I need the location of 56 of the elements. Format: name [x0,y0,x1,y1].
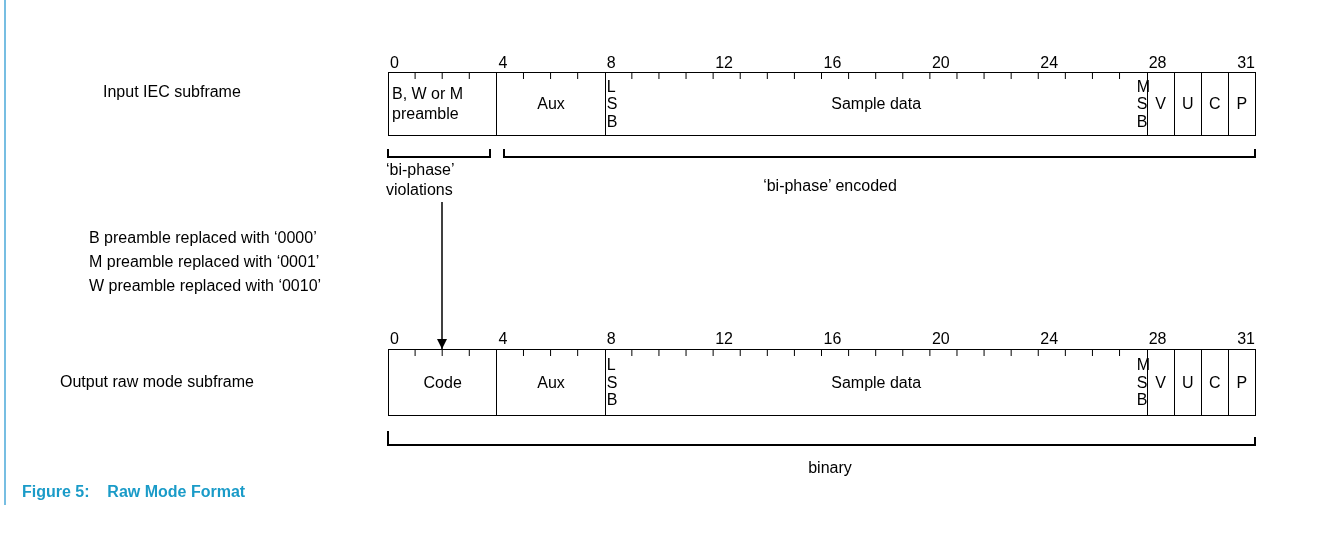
field-cell [1227,72,1256,136]
text-label: Input IEC subframe [103,82,242,102]
field-cell [604,349,1148,416]
bit-number: 24 [1040,329,1060,349]
text-label: W preamble replaced with ‘0010’ [89,276,323,296]
bit-number: 0 [390,329,400,349]
field-cell [1200,72,1229,136]
field-label: C [1209,372,1221,393]
field-cell [1227,349,1256,416]
figure-caption: Figure 5: Raw Mode Format [22,482,246,502]
bit-number: 12 [715,53,734,73]
field-cell [1173,72,1202,136]
bit-label: LSB [606,77,616,131]
field-label: Sample data [831,372,922,393]
bit-number: 20 [931,53,951,73]
bit-number: 8 [606,329,617,349]
field-label: U [1182,372,1194,393]
field-cell [496,72,606,136]
text-label: B preamble replaced with ‘0000’ [89,228,318,248]
bit-number: 12 [715,329,734,349]
bracket-label: ‘bi-phase’ violations [386,160,455,200]
text-label: binary [807,458,853,478]
field-label: Code [423,372,462,393]
field-cell [604,72,1148,136]
field-cell [496,349,606,416]
text-label: Output raw mode subframe [60,372,255,392]
text-label: M preamble replaced with ‘0001’ [89,252,321,272]
field-label: V [1155,372,1166,393]
field-label: Aux [537,94,565,114]
arrow [436,201,448,350]
field-cell [1200,349,1229,416]
field-cell [1173,349,1202,416]
bit-number: 28 [1148,329,1168,349]
bit-number: 4 [498,329,509,349]
bit-number: 31 [1236,53,1255,73]
bit-number: 28 [1148,53,1168,73]
field-label: C [1209,94,1221,114]
text-label: ‘bi-phase’ encoded [762,176,898,196]
field-label: U [1182,94,1194,114]
field-label: Aux [537,372,565,393]
bit-number: 20 [931,329,951,349]
bit-number: 0 [390,53,400,73]
bit-number: 16 [823,329,843,349]
bit-number: 24 [1040,53,1060,73]
bit-label: LSB [606,356,616,409]
bit-number: 16 [823,53,843,73]
field-label: P [1236,94,1248,114]
field-cell [388,349,498,416]
field-label: B, W or M preamble [392,84,465,124]
bit-number: 31 [1236,329,1255,349]
field-label: P [1236,372,1248,393]
field-cell [388,72,498,136]
field-label: Sample data [831,94,922,114]
bit-number: 4 [498,53,509,73]
field-label: V [1155,94,1166,114]
bit-number: 8 [606,53,617,73]
